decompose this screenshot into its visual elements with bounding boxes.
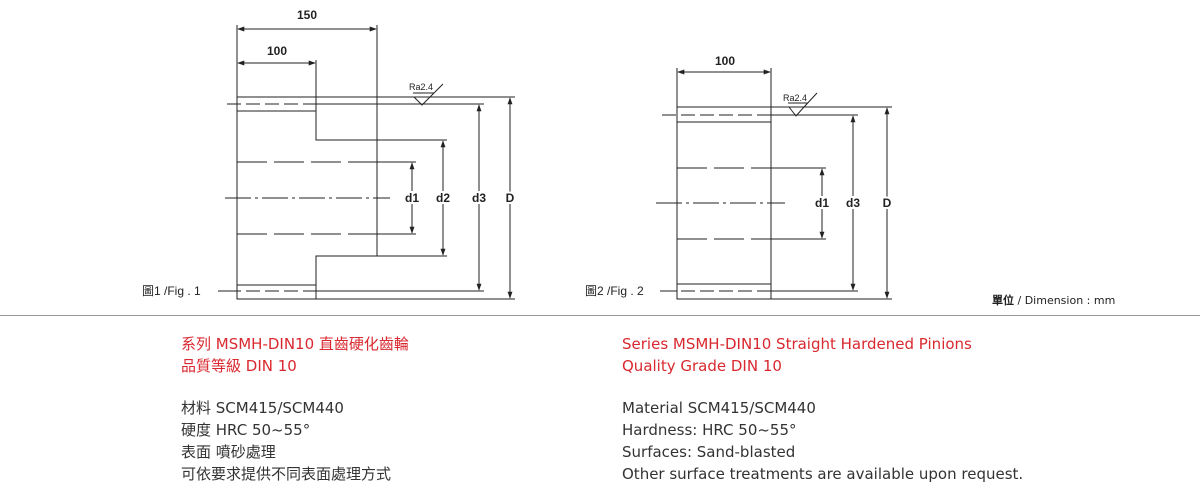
fig1-d3-label: d3: [472, 191, 486, 205]
en-hardness: Hardness: HRC 50~55°: [622, 421, 797, 439]
fig1-dim-100-label: 100: [267, 44, 287, 58]
en-title-series: Series MSMH-DIN10 Straight Hardened Pini…: [622, 335, 972, 353]
spec-chinese: 系列 MSMH-DIN10 直齒硬化齒輪 品質等級 DIN 10 材料 SCM4…: [181, 333, 409, 485]
section-divider: [0, 315, 1200, 316]
en-other-treatments: Other surface treatments are available u…: [622, 465, 1024, 483]
fig1-caption: 圖1 /Fig . 1: [142, 284, 201, 298]
en-material: Material SCM415/SCM440: [622, 399, 816, 417]
unit-suffix: / Dimension : mm: [1014, 294, 1116, 307]
fig1-d1-label: d1: [405, 191, 419, 205]
fig1-d2-label: d2: [436, 191, 450, 205]
fig1-roughness-symbol: [413, 83, 444, 106]
fig1-dim-150-label: 150: [297, 8, 317, 22]
figure-1: [218, 25, 515, 300]
spec-english: Series MSMH-DIN10 Straight Hardened Pini…: [622, 333, 1023, 485]
en-title-grade: Quality Grade DIN 10: [622, 357, 782, 375]
fig2-D-label: D: [883, 196, 892, 210]
zh-material: 材料 SCM415/SCM440: [181, 399, 344, 417]
fig1-roughness-label: Ra2.4: [409, 82, 433, 92]
zh-surface: 表面 噴砂處理: [181, 443, 276, 461]
unit-note: 單位 / Dimension : mm: [992, 292, 1115, 308]
zh-other-treatments: 可依要求提供不同表面處理方式: [181, 465, 392, 483]
figure-2: [656, 68, 892, 300]
zh-title-series: 系列 MSMH-DIN10 直齒硬化齒輪: [181, 335, 409, 353]
fig2-d1-label: d1: [815, 196, 829, 210]
zh-title-grade: 品質等級 DIN 10: [181, 357, 297, 375]
fig2-caption: 圖2 /Fig . 2: [585, 284, 644, 298]
fig2-roughness-label: Ra2.4: [783, 93, 807, 103]
unit-prefix: 單位: [992, 294, 1014, 307]
fig1-D-label: D: [506, 191, 515, 205]
en-surface: Surfaces: Sand-blasted: [622, 443, 796, 461]
fig2-dim-100-label: 100: [715, 54, 735, 68]
fig2-roughness-symbol: [788, 92, 818, 117]
technical-drawings: 150 100 d1 d2 d3 D Ra2.4 圖1 /Fig . 1: [142, 8, 894, 300]
fig2-d3-label: d3: [846, 196, 860, 210]
zh-hardness: 硬度 HRC 50~55°: [181, 421, 311, 439]
